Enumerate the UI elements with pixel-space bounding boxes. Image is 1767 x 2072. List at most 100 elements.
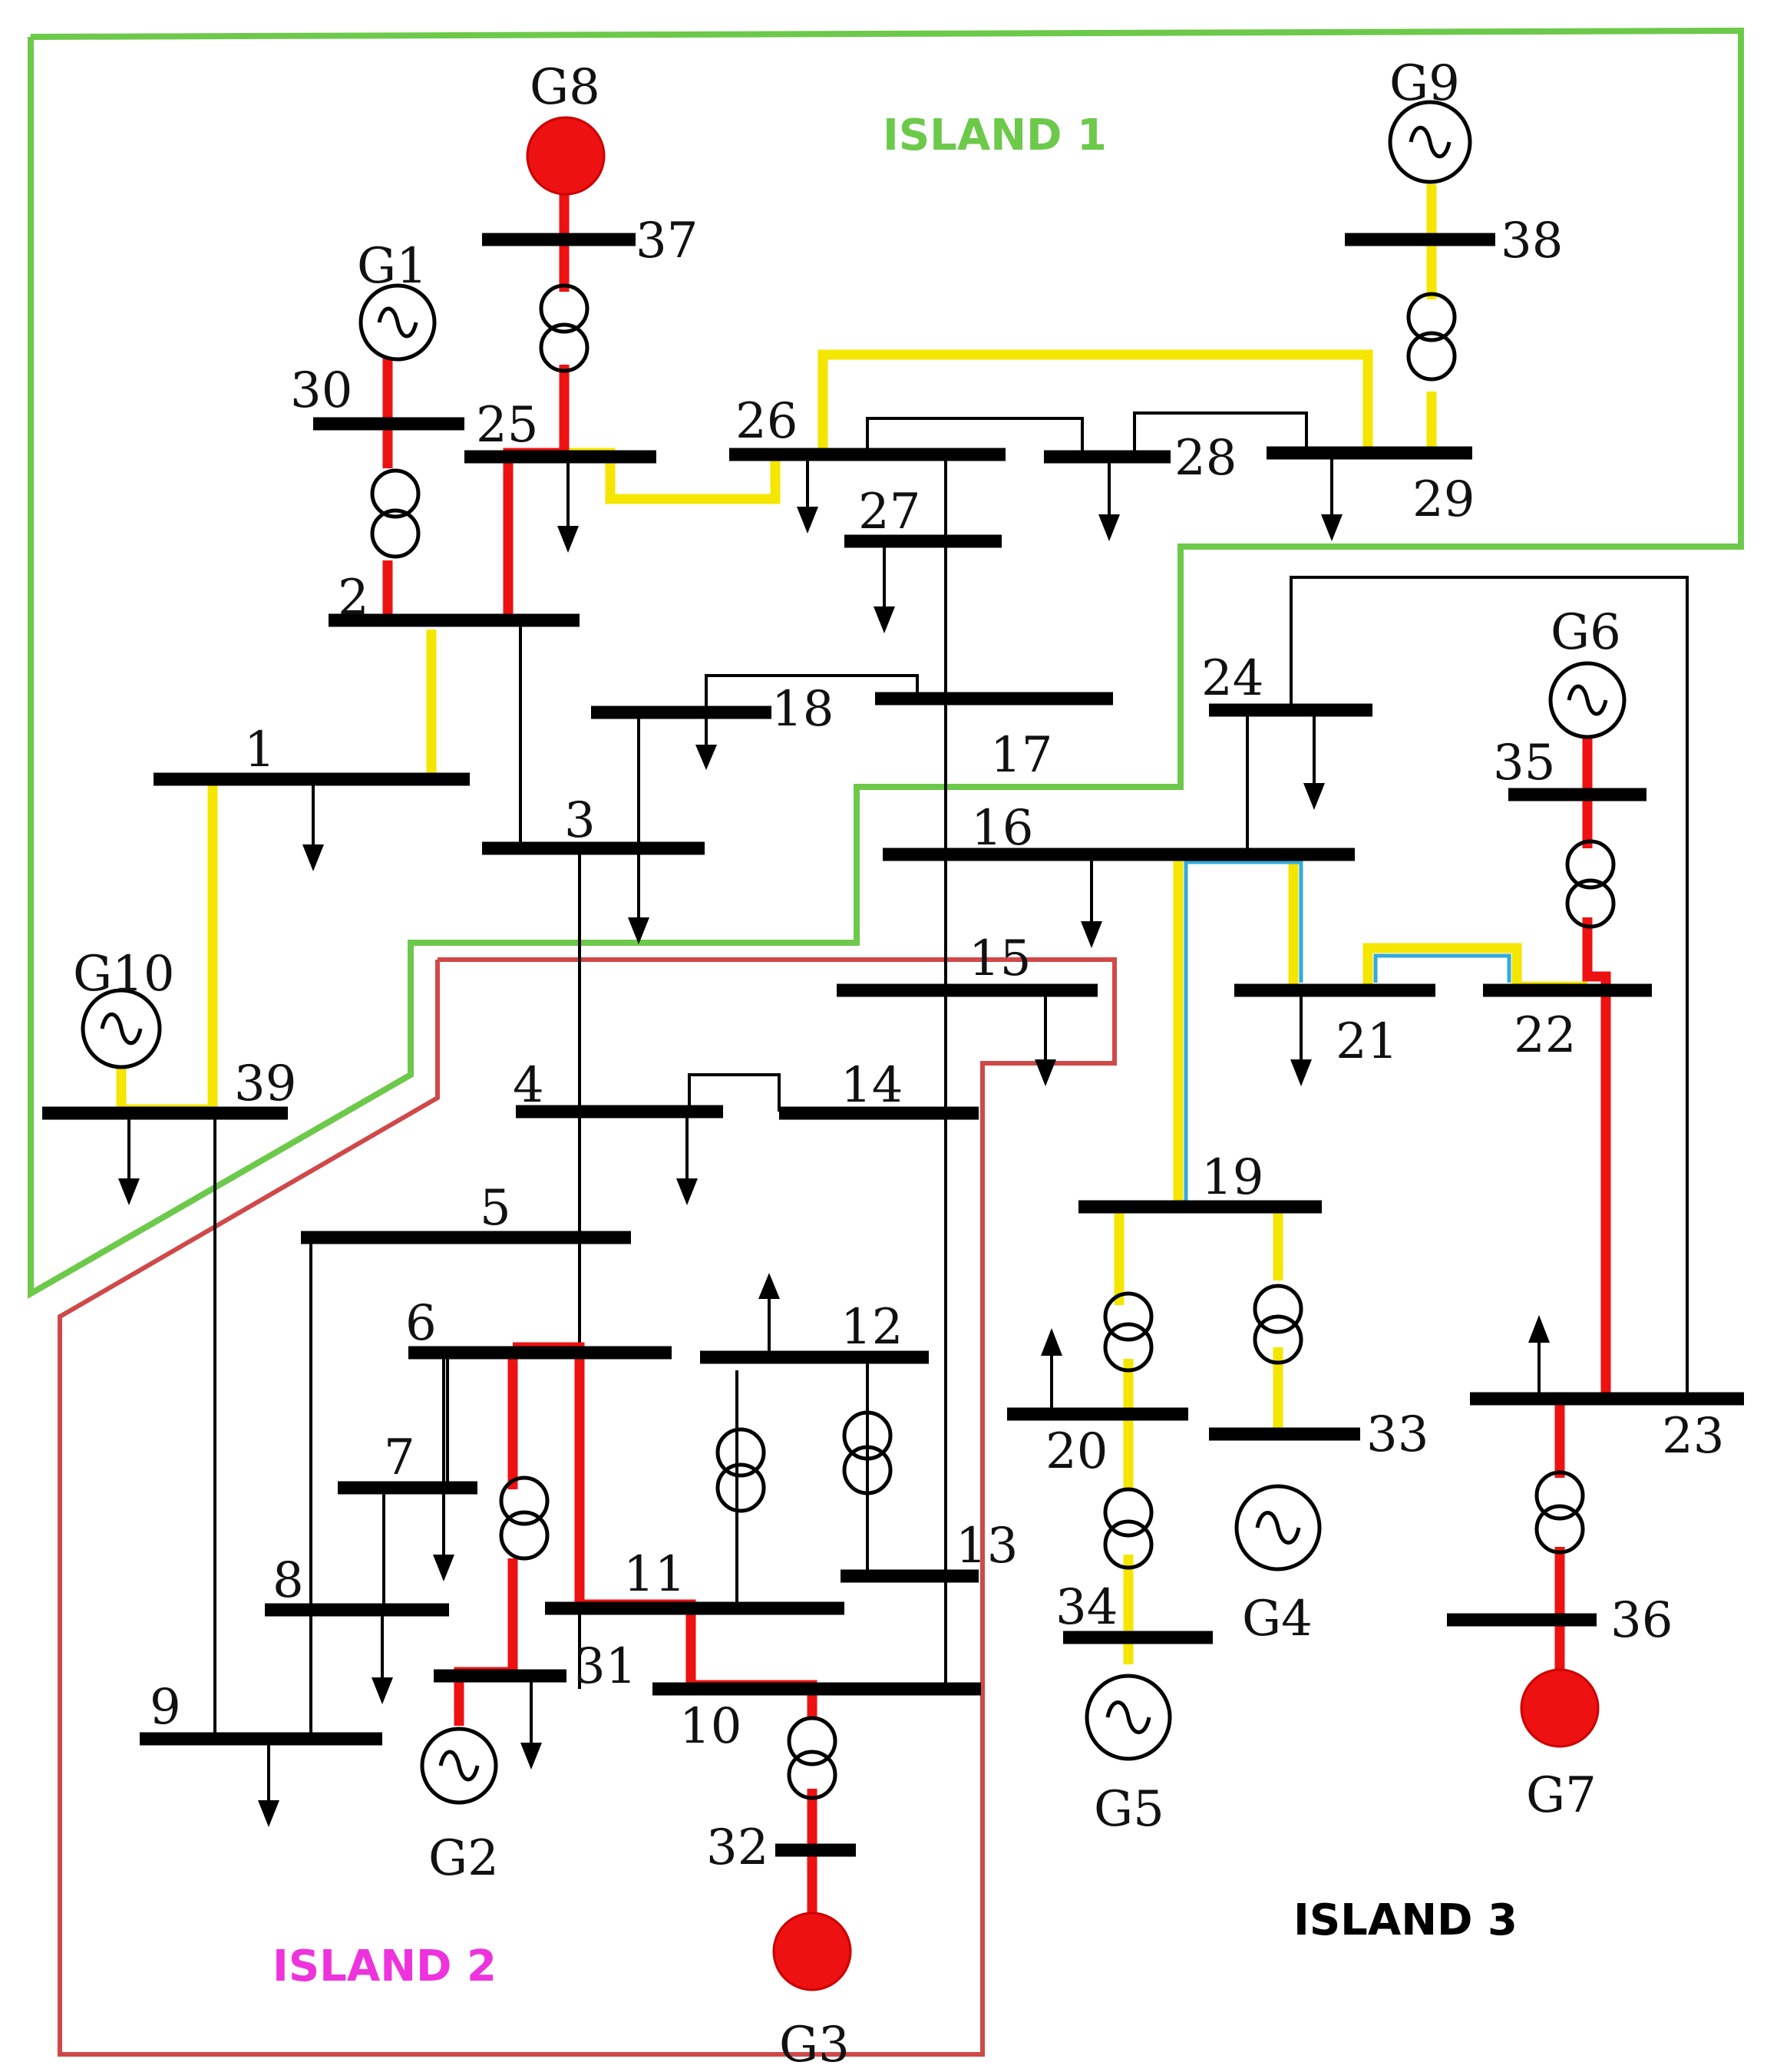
load-arrows [118,453,1550,1827]
bus-label: 29 [1412,471,1475,528]
bus-label: 17 [990,727,1052,784]
bus-label: 19 [1201,1149,1263,1206]
transformer-icon [1565,839,1616,929]
island-3-label: ISLAND 3 [1293,1895,1518,1945]
buses [42,233,1744,1857]
generator-labels: G1 G2 G3 G4 G5 G6 G7 G8 G9 G10 [73,55,1621,2072]
load-arrow-icon [676,1112,698,1205]
generator-g9-icon [1388,100,1472,184]
load-arrow-icon [557,457,579,553]
bus-label: 18 [771,681,834,738]
bus-label: 20 [1045,1423,1108,1480]
transformer-icon [1406,292,1457,382]
bus-label: 15 [969,930,1031,987]
transformer-icon [370,468,421,559]
bus-label: 2 [338,570,369,626]
generator-g10-icon [81,988,162,1069]
bus-label: 5 [480,1180,511,1237]
bus-label: 6 [405,1295,437,1352]
generator-label: G3 [779,2017,850,2072]
gen-arrow-icon [1528,1315,1550,1399]
bus-label: 27 [858,484,920,540]
generator-g7-icon [1520,1668,1600,1748]
bus-label: 21 [1336,1013,1398,1070]
load-arrow-icon [1035,990,1056,1086]
generator-g2-icon [420,1727,498,1805]
generator-label: G6 [1551,604,1621,661]
cyan-traces [1184,860,1511,1207]
transformer-icon [715,1427,766,1513]
load-arrow-icon [520,1676,542,1770]
bus-label: 23 [1662,1408,1724,1465]
generator-g5-icon [1085,1674,1172,1761]
generator-label: G5 [1094,1781,1164,1838]
generator-g3-icon [772,1912,852,1991]
load-arrow-icon [1303,710,1325,810]
load-arrow-icon [1321,453,1343,541]
generator-g8-icon [526,116,606,196]
bus-label: 22 [1514,1007,1576,1064]
transformer-icon [1534,1470,1585,1555]
gen-arrow-icon [1041,1328,1062,1414]
transformer-icon [1103,1487,1154,1570]
generator-label: G10 [73,946,175,1003]
bus-label: 10 [679,1698,741,1755]
bus-label: 3 [564,792,596,849]
bus-label: 9 [150,1679,181,1736]
load-arrow-icon [1098,457,1120,541]
generator-g4-icon [1234,1484,1322,1571]
bus-label: 33 [1366,1406,1428,1463]
island-1-boundary [28,27,1744,1299]
bus-label: 36 [1610,1592,1673,1649]
island-2-label: ISLAND 2 [272,1941,497,1991]
load-arrow-icon [628,848,649,944]
bus-label: 11 [623,1546,685,1603]
load-arrow-icon [302,779,324,871]
bus-label: 24 [1201,650,1263,707]
bus-label: 4 [513,1057,544,1114]
island-1-label: ISLAND 1 [883,111,1107,160]
load-arrow-icon [372,1610,393,1704]
load-arrow-icon [433,1353,454,1581]
load-arrow-icon [695,712,717,770]
bus-label: 37 [636,213,698,269]
bus-labels: 1 2 3 4 5 6 7 8 9 10 11 12 13 14 15 16 1… [150,213,1724,1876]
load-arrow-icon [797,454,818,534]
gen-arrow-icon [758,1273,780,1357]
generator-label: G1 [357,238,428,295]
generator-label: G4 [1242,1591,1313,1647]
generators [81,100,1627,1991]
generator-label: G8 [530,59,600,116]
bus-label: 34 [1055,1579,1118,1636]
bus-label: 13 [956,1518,1018,1575]
bus-label: 38 [1501,213,1563,269]
transformer-icon [787,1716,837,1800]
bus-label: 7 [384,1429,415,1486]
transformers [370,283,1616,1800]
red-paths [382,180,1611,1913]
bus-label: 16 [971,800,1033,857]
load-arrow-icon [874,541,895,633]
bus-label: 8 [272,1552,304,1609]
transformer-icon [842,1410,893,1495]
bus-label: 30 [290,362,352,419]
generator-label: G7 [1526,1767,1597,1824]
bus-label: 32 [706,1819,768,1876]
generator-label: G9 [1389,55,1460,112]
load-arrow-icon [118,1113,140,1205]
load-arrow-icon [1081,854,1102,948]
generator-g1-icon [358,283,437,362]
generator-g6-icon [1548,661,1627,739]
island-2-boundary [58,957,1117,2057]
bus-label: 14 [841,1057,903,1114]
bus-label: 1 [244,722,276,778]
bus-label: 12 [841,1299,903,1356]
bus-label: 25 [476,397,538,454]
transformer-icon [499,1476,550,1561]
bus-label: 39 [234,1056,296,1112]
generator-label: G2 [428,1830,499,1887]
network-lines [213,411,1689,1735]
transformer-icon [539,283,590,373]
transformer-icon [1103,1291,1154,1373]
